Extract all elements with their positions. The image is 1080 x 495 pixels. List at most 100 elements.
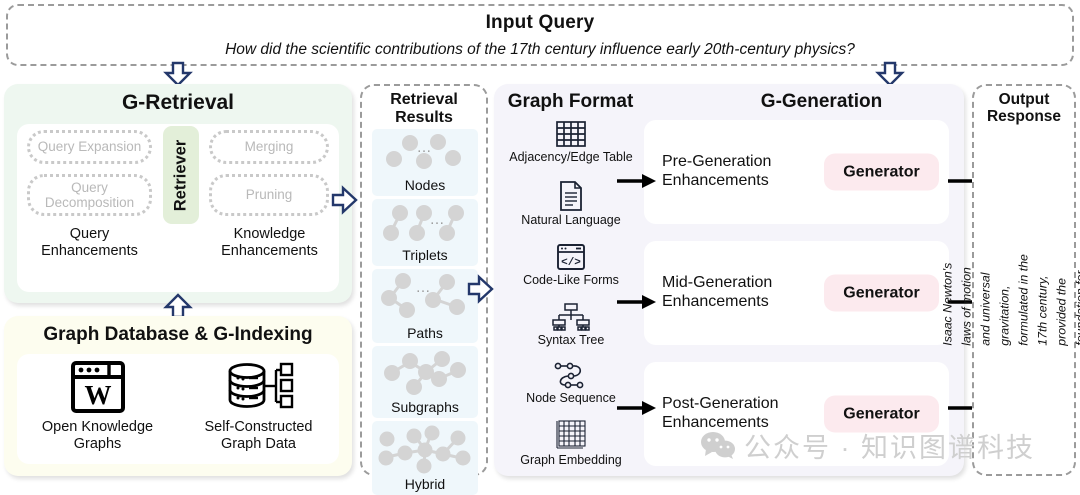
- knowledge-enhancements-label-line2: Enhancements: [221, 242, 318, 259]
- g-generation-row-mid: Mid-Generation Enhancements Generator: [644, 241, 949, 345]
- graph-format-item-natural-language-label: Natural Language: [521, 213, 621, 227]
- triplets-graph-icon: …: [383, 205, 464, 241]
- retrieval-result-hybrid-label: Hybrid: [404, 475, 446, 492]
- graph-format-item-graph-embedding[interactable]: Graph Embedding: [496, 418, 646, 467]
- generator-chip-pre[interactable]: Generator: [824, 153, 939, 191]
- query-enhancements-label: Query Enhancements: [23, 226, 156, 259]
- retriever-box[interactable]: Retriever: [163, 126, 199, 224]
- retrieval-results-panel: Retrieval Results … Nodes: [360, 84, 488, 495]
- g-retrieval-title: G-Retrieval: [121, 91, 235, 114]
- svg-text:W: W: [84, 380, 111, 410]
- retrieval-results-title-line1: Retrieval: [390, 91, 458, 108]
- output-response-title: Output Response: [974, 91, 1074, 125]
- graph-database-inner-card: W Open Knowledge Graphs: [17, 354, 339, 464]
- graph-format-item-code-like-forms[interactable]: </> Code-Like Forms: [496, 242, 646, 287]
- graph-format-item-adjacency-edge-table-label: Adjacency/Edge Table: [509, 150, 633, 164]
- pill-query-expansion[interactable]: Query Expansion: [27, 130, 152, 164]
- arrow-graphdb-to-retrieval-icon: [163, 293, 193, 319]
- graph-format-title: Graph Format: [507, 91, 634, 112]
- arrow-format-to-mid-icon: [617, 295, 656, 309]
- svg-text:…: …: [430, 211, 445, 228]
- g-generation-row-pre: Pre-Generation Enhancements Generator: [644, 120, 949, 224]
- pill-pruning[interactable]: Pruning: [209, 174, 329, 216]
- graph-format-item-natural-language[interactable]: Natural Language: [496, 180, 646, 227]
- post-generation-enhancements-label: Post-Generation Enhancements: [662, 395, 779, 433]
- input-query-text: How did the scientific contributions of …: [225, 40, 855, 58]
- graph-format-item-syntax-tree[interactable]: Syntax Tree: [496, 302, 646, 347]
- svg-text:…: …: [416, 279, 431, 296]
- g-generation-title: G-Generation: [760, 91, 883, 112]
- retrieval-result-triplets-label: Triplets: [402, 247, 448, 263]
- retrieval-results-title: Retrieval Results: [362, 91, 486, 126]
- pre-generation-line1: Pre-Generation: [662, 153, 772, 171]
- graph-format-item-node-sequence[interactable]: Node Sequence: [496, 360, 646, 405]
- knowledge-enhancements-label: Knowledge Enhancements: [203, 226, 336, 259]
- self-constructed-label-line2: Graph Data: [221, 435, 296, 452]
- retrieval-result-hybrid[interactable]: Hybrid: [372, 421, 478, 495]
- output-response-title-line1: Output: [998, 91, 1050, 108]
- pill-pruning-label: Pruning: [245, 187, 293, 203]
- node-sequence-icon: [554, 362, 584, 389]
- graph-database-panel: Graph Database & G-Indexing W Open Knowl…: [4, 316, 352, 476]
- query-enhancements-label-line1: Query: [69, 226, 110, 242]
- input-query-panel: Input Query How did the scientific contr…: [6, 4, 1074, 66]
- diagram-canvas: Input Query How did the scientific contr…: [4, 4, 1080, 495]
- pill-merging[interactable]: Merging: [209, 130, 329, 164]
- table-grid-icon: [556, 121, 586, 147]
- graph-format-item-graph-embedding-label: Graph Embedding: [520, 453, 622, 467]
- mid-generation-enhancements-label: Mid-Generation Enhancements: [662, 274, 772, 312]
- pre-generation-enhancements-label: Pre-Generation Enhancements: [662, 153, 771, 191]
- subgraphs-graph-icon: [384, 350, 466, 395]
- retrieval-results-title-line2: Results: [395, 108, 453, 126]
- output-response-text-wrap: Isaac Newton's laws of motion and univer…: [940, 131, 1080, 461]
- arrow-input-to-retrieval-icon: [163, 61, 193, 87]
- code-window-icon: </>: [557, 244, 585, 270]
- knowledge-enhancements-label-line1: Knowledge: [233, 226, 306, 242]
- hybrid-graph-icon: [378, 425, 471, 473]
- pre-generation-line2: Enhancements: [662, 172, 769, 189]
- arrow-results-to-format-icon: [467, 274, 494, 304]
- self-constructed-graph-data-item[interactable]: Self-Constructed Graph Data: [178, 354, 339, 464]
- post-generation-line1: Post-Generation: [662, 395, 779, 413]
- arrow-retrieval-to-results-icon: [331, 185, 358, 215]
- query-enhancements-label-line2: Enhancements: [41, 242, 138, 259]
- output-response-title-line2: Response: [986, 108, 1062, 126]
- g-retrieval-panel: G-Retrieval Query Expansion Query Decomp…: [4, 84, 352, 303]
- retrieval-result-triplets[interactable]: … Triplets: [372, 199, 478, 266]
- matrix-embedding-icon: [556, 420, 586, 449]
- arrow-format-to-post-icon: [617, 401, 656, 415]
- input-query-title: Input Query: [485, 11, 595, 33]
- pill-query-decomposition[interactable]: Query Decomposition: [27, 174, 152, 216]
- retrieval-result-subgraphs[interactable]: Subgraphs: [372, 346, 478, 418]
- arrow-input-to-generation-icon: [875, 61, 905, 87]
- mid-generation-line1: Mid-Generation: [662, 274, 773, 292]
- retrieval-result-nodes[interactable]: … Nodes: [372, 129, 478, 196]
- svg-text:</>: </>: [561, 257, 581, 269]
- graph-format-item-adjacency-edge-table[interactable]: Adjacency/Edge Table: [496, 119, 646, 164]
- g-generation-row-post: Post-Generation Enhancements Generator: [644, 362, 949, 466]
- output-response-panel: Output Response Isaac Newton's laws of m…: [940, 84, 1080, 476]
- retrieval-result-paths[interactable]: … Paths: [372, 269, 478, 343]
- graph-format-item-code-like-forms-label: Code-Like Forms: [523, 273, 619, 287]
- svg-text:…: …: [417, 139, 432, 156]
- document-text-icon: [560, 181, 582, 211]
- open-knowledge-graphs-label-line1: Open Knowledge: [41, 419, 154, 435]
- graph-database-title: Graph Database & G-Indexing: [43, 324, 313, 345]
- mid-generation-line2: Enhancements: [662, 293, 769, 310]
- pill-query-expansion-label: Query Expansion: [37, 139, 142, 155]
- self-constructed-label-line1: Self-Constructed: [204, 419, 313, 435]
- post-generation-line2: Enhancements: [662, 414, 769, 431]
- generator-chip-mid[interactable]: Generator: [824, 274, 939, 312]
- pill-query-decomposition-label: Query Decomposition: [44, 179, 135, 210]
- self-constructed-graph-data-label: Self-Constructed Graph Data: [205, 419, 313, 452]
- syntax-tree-icon: [552, 303, 590, 331]
- graph-format-item-node-sequence-label: Node Sequence: [526, 391, 616, 405]
- open-knowledge-graphs-item[interactable]: W Open Knowledge Graphs: [17, 354, 178, 464]
- retrieval-result-subgraphs-label: Subgraphs: [391, 398, 459, 415]
- generator-chip-post[interactable]: Generator: [824, 395, 939, 433]
- open-knowledge-graphs-label-line2: Graphs: [73, 435, 122, 452]
- retrieval-result-paths-label: Paths: [407, 324, 443, 341]
- wikipedia-window-icon: W: [70, 361, 125, 413]
- retriever-label: Retriever: [171, 139, 190, 211]
- pill-merging-label: Merging: [244, 139, 294, 155]
